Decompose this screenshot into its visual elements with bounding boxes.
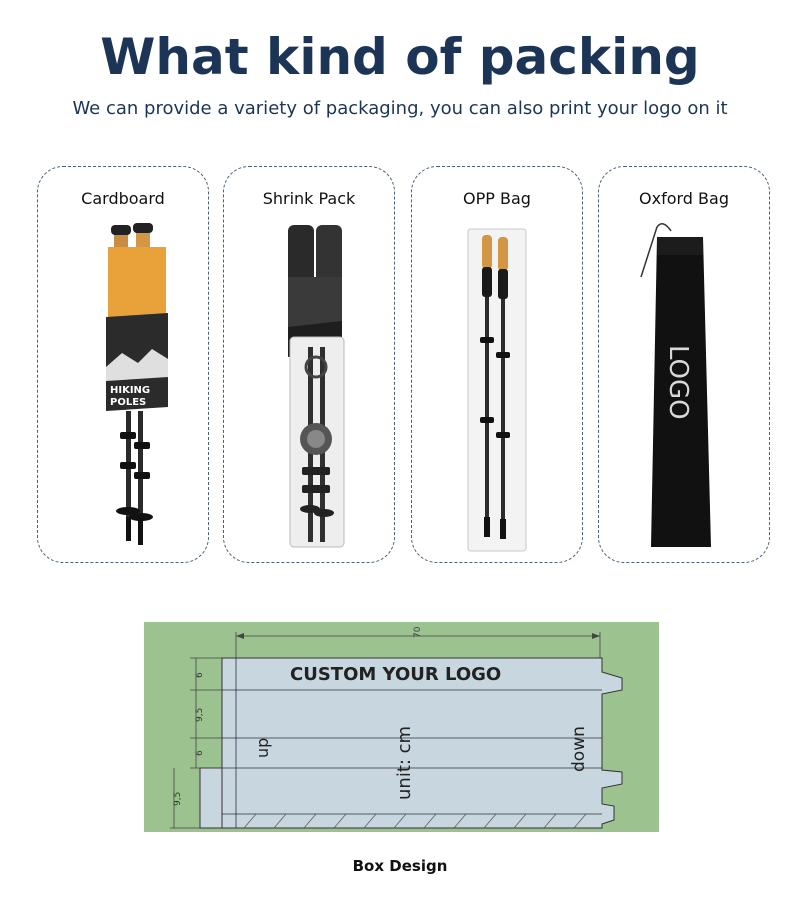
- package-label: OPP Bag: [463, 189, 531, 208]
- card-print-line1: HIKING: [110, 385, 150, 396]
- box-unit-text: unit: cm: [394, 726, 415, 800]
- cardboard-pole-image: HIKING POLES: [106, 223, 168, 545]
- dim-a-label: 6: [195, 672, 205, 678]
- shrink-pack-pole-image: [288, 225, 345, 548]
- box-design-diagram: 70 6 9,5: [144, 622, 659, 832]
- dim-d-label: 9,5: [173, 792, 183, 806]
- page-subtitle: We can provide a variety of packaging, y…: [72, 98, 728, 119]
- box-design-caption: Box Design: [352, 857, 448, 875]
- package-card-cardboard: Cardboard HIKING POLES: [37, 166, 209, 563]
- box-down-text: down: [569, 726, 589, 772]
- box-up-text: up: [253, 738, 272, 758]
- dim-b-label: 9,5: [195, 708, 205, 722]
- package-card-shrink-pack: Shrink Pack: [223, 166, 395, 563]
- oxford-bag-image: LOGO: [640, 223, 711, 547]
- card-print-line2: POLES: [110, 397, 146, 408]
- box-dieline: 70 6 9,5: [144, 622, 659, 832]
- package-card-opp-bag: OPP Bag: [411, 166, 583, 563]
- dim-c-label: 6: [195, 750, 205, 756]
- package-label: Oxford Bag: [639, 189, 729, 208]
- opp-bag-pole-image: [467, 228, 527, 552]
- box-headline: CUSTOM YOUR LOGO: [290, 664, 501, 685]
- dim-total-label: 70: [413, 626, 423, 638]
- package-card-oxford-bag: Oxford Bag LOGO: [598, 166, 770, 563]
- package-label: Shrink Pack: [262, 189, 356, 208]
- package-label: Cardboard: [81, 189, 165, 208]
- page-title: What kind of packing: [100, 28, 700, 86]
- bag-logo-text: LOGO: [663, 345, 693, 420]
